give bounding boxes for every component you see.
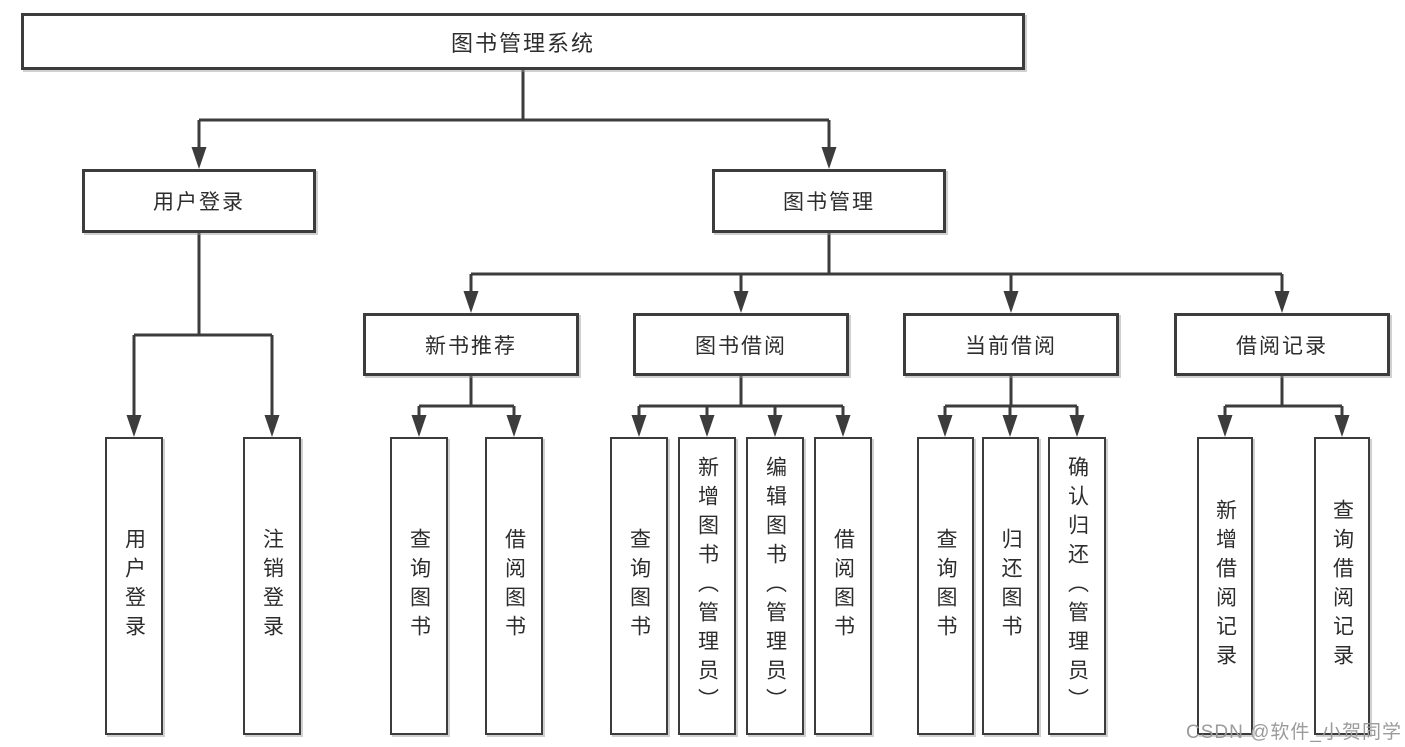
node-label: 用户登录 bbox=[122, 528, 146, 644]
node-label: 新增图书（管理员） bbox=[695, 455, 719, 717]
node-label: 新书推荐 bbox=[425, 334, 517, 358]
arrowheads-user-login-children bbox=[126, 415, 280, 437]
arrowheads-new-book-children bbox=[411, 415, 522, 437]
leaf-return-book: 归还图书 bbox=[982, 437, 1039, 735]
connector-user-login-children bbox=[132, 233, 274, 418]
arrowheads-level3 bbox=[463, 291, 1290, 313]
arrowheads-current-borrow-children bbox=[937, 415, 1085, 437]
node-label: 用户登录 bbox=[153, 191, 245, 214]
node-label: 图书管理系统 bbox=[450, 30, 595, 56]
node-current-borrow: 当前借阅 bbox=[903, 313, 1119, 376]
leaf-user-login: 用户登录 bbox=[105, 437, 163, 735]
leaf-query-borrow-record: 查询借阅记录 bbox=[1314, 437, 1370, 735]
leaf-add-borrow-record: 新增借阅记录 bbox=[1197, 437, 1253, 735]
watermark: CSDN @软件_小贺同学 bbox=[1186, 722, 1402, 743]
node-library-system: 图书管理系统 bbox=[21, 13, 1025, 70]
connector-root-to-level2 bbox=[197, 70, 831, 150]
node-label: 借阅图书 bbox=[831, 528, 855, 644]
node-book-borrow: 图书借阅 bbox=[633, 313, 849, 376]
node-label: 查询借阅记录 bbox=[1330, 499, 1354, 673]
node-label: 图书借阅 bbox=[695, 334, 787, 358]
node-user-login: 用户登录 bbox=[82, 169, 316, 233]
node-label: 借阅图书 bbox=[502, 528, 526, 644]
arrowheads-level2 bbox=[191, 147, 837, 169]
node-label: 注销登录 bbox=[260, 528, 284, 644]
leaf-query-book-2: 查询图书 bbox=[610, 437, 668, 735]
node-label: 当前借阅 bbox=[965, 334, 1057, 358]
leaf-borrow-book-1: 借阅图书 bbox=[485, 437, 543, 735]
connector-borrow-record-children bbox=[1223, 376, 1344, 418]
connector-book-management-children bbox=[469, 233, 1284, 294]
node-label: 查询图书 bbox=[627, 528, 651, 644]
node-label: 图书管理 bbox=[783, 191, 875, 214]
node-label: 查询图书 bbox=[934, 528, 957, 644]
leaf-edit-book-admin: 编辑图书（管理员） bbox=[746, 437, 804, 735]
node-book-management: 图书管理 bbox=[712, 169, 946, 233]
leaf-logout: 注销登录 bbox=[243, 437, 301, 735]
leaf-confirm-return-admin: 确认归还（管理员） bbox=[1048, 437, 1106, 735]
leaf-query-book-3: 查询图书 bbox=[917, 437, 974, 735]
node-label: 归还图书 bbox=[999, 528, 1022, 644]
node-new-book-recommend: 新书推荐 bbox=[363, 313, 579, 376]
node-label: 新增借阅记录 bbox=[1213, 499, 1237, 673]
arrowheads-borrow-record-children bbox=[1217, 415, 1350, 437]
node-label: 查询图书 bbox=[407, 528, 431, 644]
arrowheads-book-borrow-children bbox=[631, 415, 851, 437]
connector-current-borrow-children bbox=[943, 376, 1079, 418]
leaf-query-book-1: 查询图书 bbox=[390, 437, 448, 735]
node-label: 借阅记录 bbox=[1236, 334, 1328, 358]
leaf-borrow-book-2: 借阅图书 bbox=[814, 437, 872, 735]
node-label: 确认归还（管理员） bbox=[1065, 455, 1089, 717]
leaf-add-book-admin: 新增图书（管理员） bbox=[678, 437, 736, 735]
connector-book-borrow-children bbox=[637, 376, 845, 418]
connector-new-book-children bbox=[417, 376, 516, 418]
node-borrow-record: 借阅记录 bbox=[1174, 313, 1390, 376]
node-label: 编辑图书（管理员） bbox=[763, 455, 787, 717]
